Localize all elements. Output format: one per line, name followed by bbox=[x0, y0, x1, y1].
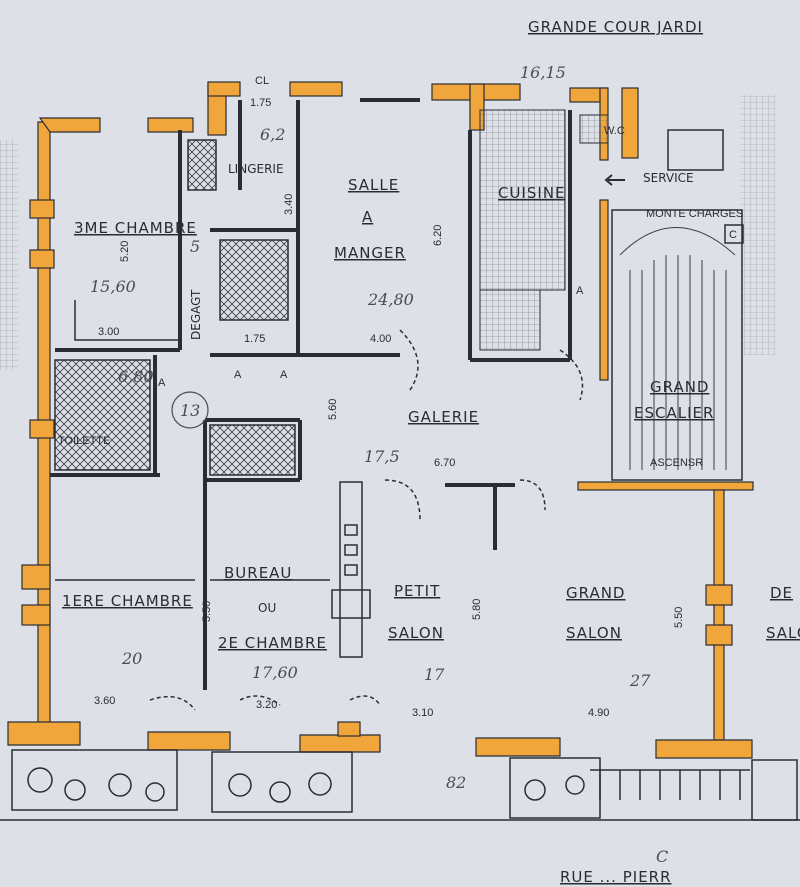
note-13-circle bbox=[171, 391, 209, 429]
dim-340: 3.40 bbox=[283, 194, 295, 215]
note-5: 5 bbox=[190, 237, 200, 256]
label-a-1: A bbox=[158, 377, 166, 389]
room-chambre-2: 2E CHAMBRE bbox=[218, 634, 327, 652]
label-wc: W.C bbox=[604, 125, 625, 137]
street-top-label: GRANDE COUR JARDI bbox=[528, 18, 703, 36]
room-grand-escalier-1: GRAND bbox=[650, 378, 709, 396]
galerie-column bbox=[331, 481, 371, 658]
dim-310: 3.10 bbox=[412, 707, 433, 719]
interior-walls bbox=[50, 98, 572, 690]
outer-walls bbox=[7, 81, 754, 759]
room-grand-salon-2: SALON bbox=[566, 624, 622, 642]
note-27: 27 bbox=[629, 671, 651, 690]
dim-300: 3.00 bbox=[98, 326, 119, 338]
note-c: C bbox=[656, 847, 668, 866]
note-20: 20 bbox=[121, 649, 142, 668]
dim-360: 3.60 bbox=[94, 695, 115, 707]
room-chambre-3: 3ME CHAMBRE bbox=[74, 219, 197, 237]
dim-620: 6.20 bbox=[432, 225, 444, 246]
note-82: 82 bbox=[446, 773, 466, 792]
label-a-3: A bbox=[280, 369, 288, 381]
label-a-2: A bbox=[234, 369, 242, 381]
dim-670: 6.70 bbox=[434, 457, 455, 469]
note-1760: 17,60 bbox=[252, 663, 298, 682]
room-salle-a: A bbox=[362, 208, 373, 226]
room-salle: SALLE bbox=[348, 176, 399, 194]
note-2480: 24,80 bbox=[367, 290, 414, 309]
room-bureau: BUREAU bbox=[224, 564, 292, 582]
label-a-4: A bbox=[576, 285, 584, 297]
dim-580: 5.80 bbox=[471, 599, 483, 620]
room-cuisine: CUISINE bbox=[498, 184, 566, 202]
degagement-cabinet bbox=[187, 139, 217, 191]
dim-490: 4.90 bbox=[588, 707, 609, 719]
cuisine-floor bbox=[479, 109, 566, 291]
room-de-salon-1: DE bbox=[770, 584, 793, 602]
room-service: SERVICE bbox=[643, 171, 694, 185]
room-grand-salon-1: GRAND bbox=[566, 584, 625, 602]
room-bureau-ou: OU bbox=[258, 601, 276, 615]
note-62: 6,2 bbox=[260, 125, 285, 144]
toilette-area bbox=[54, 359, 151, 471]
grand-staircase bbox=[611, 129, 744, 481]
dim-550-b: 5.50 bbox=[673, 607, 685, 628]
room-manger: MANGER bbox=[334, 244, 406, 262]
cuisine-stove bbox=[479, 289, 541, 351]
room-de-salon-2: SALO bbox=[766, 624, 800, 642]
dim-175-top: 1.75 bbox=[250, 97, 271, 109]
note-680: 6,80 bbox=[118, 367, 154, 386]
dim-550-a: 5.50 bbox=[201, 601, 213, 622]
dim-175-bot: 1.75 bbox=[244, 333, 265, 345]
bureau-cabinet bbox=[209, 424, 296, 476]
note-1615: 16,15 bbox=[520, 63, 566, 82]
left-neighbor-wall bbox=[0, 140, 18, 370]
room-petit-salon-2: SALON bbox=[388, 624, 444, 642]
room-chambre-1: 1ERE CHAMBRE bbox=[62, 592, 193, 610]
lingerie-cabinet bbox=[219, 239, 289, 321]
room-degagement: DEGAGT bbox=[189, 289, 203, 340]
dim-560: 5.60 bbox=[327, 399, 339, 420]
label-c: C bbox=[729, 229, 737, 241]
room-grand-escalier-2: ESCALIER bbox=[634, 404, 714, 422]
right-stair bbox=[740, 95, 775, 355]
dim-520: 5.20 bbox=[119, 241, 131, 262]
room-galerie: GALERIE bbox=[408, 408, 479, 426]
dim-cl: CL bbox=[255, 75, 269, 87]
room-ascenseur: ASCENSR bbox=[650, 457, 703, 469]
room-lingerie: LINGERIE bbox=[228, 162, 284, 176]
door-swings bbox=[149, 329, 584, 711]
room-toilette: TOILETTE bbox=[58, 435, 110, 447]
dim-320: 3.20 bbox=[256, 699, 277, 711]
wc-room bbox=[579, 114, 609, 144]
street-bottom-label: RUE ... PIERR bbox=[560, 868, 672, 886]
note-13: 13 bbox=[180, 401, 200, 420]
room-petit-salon-1: PETIT bbox=[394, 582, 440, 600]
dim-400: 4.00 bbox=[370, 333, 391, 345]
room-monte-charges: MONTE CHARGES bbox=[646, 208, 743, 220]
service-arrow-icon bbox=[604, 174, 625, 186]
note-1560: 15,60 bbox=[90, 277, 136, 296]
note-175: 17,5 bbox=[364, 447, 400, 466]
note-17: 17 bbox=[424, 665, 445, 684]
garden-planters bbox=[11, 749, 798, 821]
